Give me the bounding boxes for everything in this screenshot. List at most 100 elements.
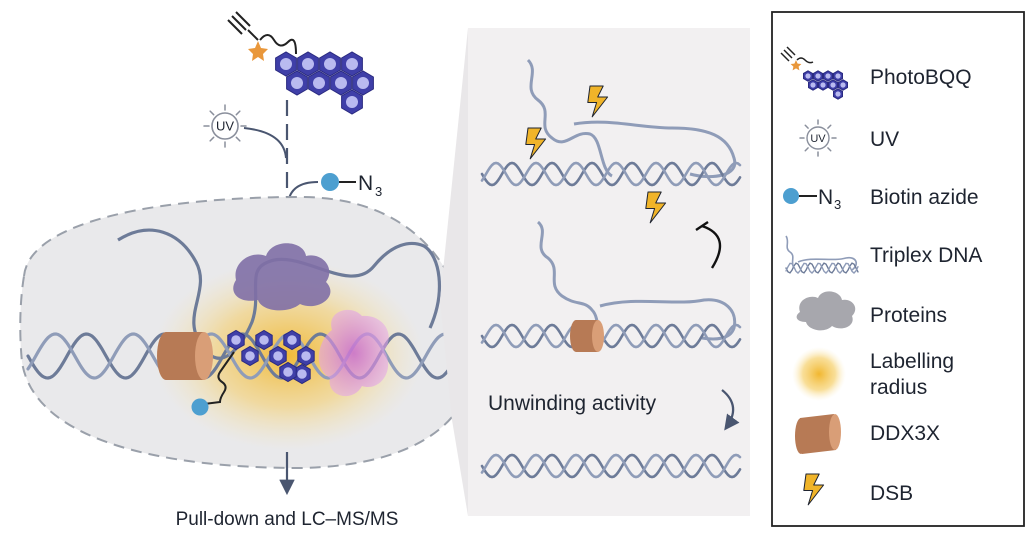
uv-ray bbox=[804, 147, 809, 152]
labelling-radius-icon bbox=[792, 347, 846, 401]
duplex-dna-row3 bbox=[480, 453, 742, 479]
legend-label-photobqq: PhotoBQQ bbox=[870, 66, 972, 89]
main-panel: UV N 3 bbox=[19, 11, 474, 530]
legend-item-dsb: DSB bbox=[803, 473, 913, 506]
aromatic-ring-center bbox=[805, 73, 811, 79]
aromatic-ring-center bbox=[231, 335, 241, 345]
star-icon bbox=[248, 41, 268, 61]
uv-ray bbox=[209, 136, 215, 142]
duplex-dna-row1 bbox=[480, 161, 742, 187]
ddx3x-mid bbox=[570, 320, 604, 352]
legend-item-proteins: Proteins bbox=[796, 291, 947, 331]
aromatic-ring-center bbox=[291, 77, 303, 89]
uv-icon: UV bbox=[799, 119, 837, 157]
triplex-strand-top bbox=[526, 58, 613, 178]
aromatic-ring-center bbox=[273, 351, 283, 361]
aromatic-ring-center bbox=[810, 82, 816, 88]
legend-item-triplex-dna: Triplex DNA bbox=[785, 235, 982, 274]
aromatic-ring-center bbox=[346, 96, 358, 108]
dna-strand bbox=[480, 161, 742, 187]
aromatic-ring-center bbox=[287, 335, 297, 345]
uv-merge-arrow bbox=[243, 127, 287, 159]
biotin-bead bbox=[191, 398, 209, 416]
biotin-azide: N 3 bbox=[321, 172, 382, 199]
aromatic-ring-center bbox=[245, 351, 255, 361]
legend-label-labelling-line1: Labelling bbox=[870, 350, 954, 373]
dsb-bolt-1 bbox=[587, 85, 609, 118]
unwinding-arrow bbox=[721, 389, 740, 431]
aromatic-ring-center bbox=[840, 82, 846, 88]
legend-item-ddx3x: DDX3X bbox=[795, 414, 940, 454]
aromatic-ring-center bbox=[301, 351, 311, 361]
azide-label: N bbox=[358, 172, 373, 195]
aromatic-ring-center bbox=[820, 82, 826, 88]
aromatic-ring-center bbox=[835, 91, 841, 97]
aromatic-ring-center bbox=[835, 73, 841, 79]
photobqq-rings bbox=[275, 51, 374, 115]
aromatic-ring-center bbox=[280, 58, 292, 70]
aromatic-ring-center bbox=[346, 58, 358, 70]
protein-purple bbox=[233, 243, 331, 311]
uv-ray bbox=[827, 124, 832, 129]
uv-ray bbox=[235, 136, 241, 142]
uv-badge: UV bbox=[203, 104, 247, 148]
dna-strand bbox=[480, 323, 742, 349]
aromatic-ring-center bbox=[815, 73, 821, 79]
dna-strand bbox=[785, 262, 859, 274]
mechanism-panel: Unwinding activity bbox=[468, 28, 750, 516]
uv-ray bbox=[235, 110, 241, 116]
lightning-bolt bbox=[645, 191, 667, 224]
legend-item-photobqq: PhotoBQQ bbox=[780, 46, 972, 100]
triplex-strand-mid bbox=[536, 220, 602, 341]
legend-item-biotin-azide: N 3 Biotin azide bbox=[783, 186, 979, 212]
ddx3x-protein bbox=[157, 332, 213, 380]
uv-ray bbox=[209, 110, 215, 116]
legend-label-proteins: Proteins bbox=[870, 304, 947, 327]
legend-label-triplex-dna: Triplex DNA bbox=[870, 244, 982, 267]
dna-strand bbox=[26, 332, 470, 380]
dsb-bolt-2 bbox=[525, 127, 547, 160]
legend-label-dsb: DSB bbox=[870, 482, 913, 505]
legend-label-biotin-azide: Biotin azide bbox=[870, 186, 979, 209]
legend-uv-badge: UV bbox=[810, 133, 826, 145]
protein-pink bbox=[318, 309, 389, 397]
dsb-bolt-3 bbox=[645, 191, 667, 224]
aromatic-ring-center bbox=[313, 77, 325, 89]
azide-subscript: 3 bbox=[375, 184, 382, 199]
lightning-bolt bbox=[803, 473, 825, 506]
duplex-dna-row2 bbox=[480, 323, 742, 349]
legend-label-ddx3x: DDX3X bbox=[870, 422, 940, 445]
legend-label-uv: UV bbox=[870, 128, 899, 151]
bottom-caption: Pull-down and LC–MS/MS bbox=[176, 509, 399, 530]
dsb-icon bbox=[803, 473, 825, 506]
uv-ray bbox=[827, 147, 832, 152]
triplex-dna-icon bbox=[785, 235, 859, 274]
aromatic-ring-center bbox=[302, 58, 314, 70]
aromatic-ring-center bbox=[830, 82, 836, 88]
biotin-azide-icon: N 3 bbox=[783, 186, 841, 212]
legend-label-labelling-line2: radius bbox=[870, 376, 927, 399]
dna-strand bbox=[480, 161, 742, 187]
photobqq-icon bbox=[780, 46, 848, 100]
aromatic-ring-center bbox=[324, 58, 336, 70]
aromatic-ring-center bbox=[825, 73, 831, 79]
proteins-icon bbox=[796, 291, 856, 331]
biotin-linker bbox=[203, 351, 235, 405]
dna-strand bbox=[480, 453, 742, 479]
bound-photobqq bbox=[227, 329, 315, 385]
aromatic-ring-center bbox=[357, 77, 369, 89]
aromatic-ring-center bbox=[259, 335, 269, 345]
dna-strand bbox=[480, 453, 742, 479]
dna-strand bbox=[26, 332, 470, 380]
repair-arrow bbox=[701, 224, 722, 269]
aromatic-ring-center bbox=[283, 367, 293, 377]
legend-item-labelling-radius: Labelling radius bbox=[792, 347, 954, 401]
lightning-bolt bbox=[525, 127, 547, 160]
uv-badge-text: UV bbox=[216, 119, 234, 134]
photobqq-probe bbox=[227, 11, 374, 115]
dna-strand bbox=[480, 323, 742, 349]
zoom-wedge bbox=[440, 28, 468, 516]
unwinding-label: Unwinding activity bbox=[488, 392, 657, 415]
legend: PhotoBQQ UV UV N 3 Biotin azide bbox=[771, 11, 1025, 527]
